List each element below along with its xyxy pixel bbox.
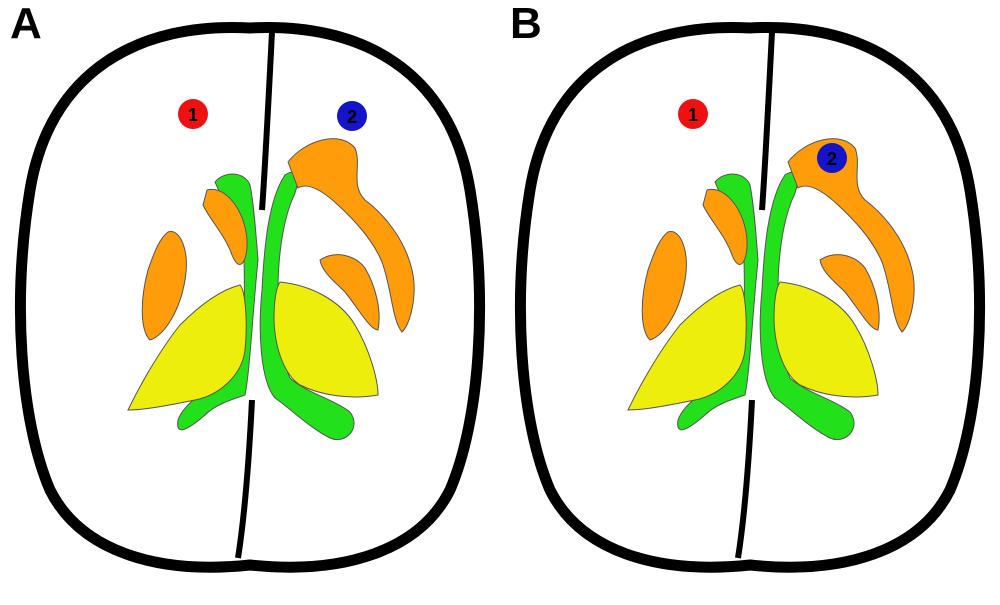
marker-2-label: 2 — [347, 107, 357, 127]
marker-2: 2 — [337, 101, 367, 131]
marker-1-label: 1 — [688, 105, 698, 125]
thalamus — [127, 281, 379, 411]
panel-label-b: B — [510, 0, 542, 48]
marker-1-label: 1 — [188, 105, 198, 125]
caudate-putamen — [641, 138, 915, 341]
marker-1: 1 — [178, 99, 208, 129]
marker-1: 1 — [678, 99, 708, 129]
marker-2: 2 — [817, 143, 847, 173]
brain-diagram-a: 1 2 — [15, 22, 485, 573]
panel-b: 1 2 B — [500, 0, 1000, 605]
panel-a: 1 2 A — [10, 0, 485, 573]
midline-fissure — [235, 31, 275, 559]
caudate-putamen — [141, 138, 415, 341]
thalamus — [627, 281, 879, 411]
marker-2-label: 2 — [827, 149, 837, 169]
brain-diagram-b: 1 2 — [515, 22, 985, 573]
midline-fissure — [735, 31, 775, 559]
panel-label-a: A — [10, 0, 42, 48]
